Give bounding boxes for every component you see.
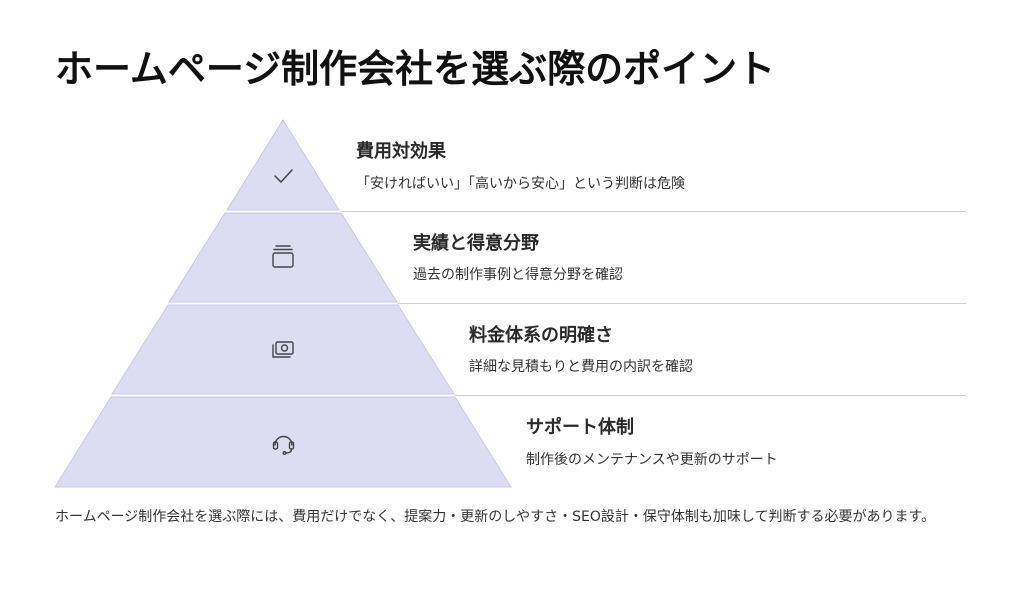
check-icon	[274, 169, 293, 183]
tier-3-description: 詳細な見積もりと費用の内訳を確認	[469, 359, 693, 375]
tier-2-title: 実績と得意分野	[413, 233, 539, 254]
tier-1-title: 費用対効果	[356, 141, 446, 162]
pyramid-tier-1	[226, 119, 340, 211]
tier-3-title: 料金体系の明確さ	[469, 325, 613, 346]
pyramid-tier-3	[111, 304, 455, 395]
tier-1-description: 「安ければいい」「高いから安心」という判断は危険	[356, 176, 685, 192]
tier-4-title: サポート体制	[526, 417, 634, 438]
page-title: ホームページ制作会社を選ぶ際のポイント	[55, 47, 776, 91]
pyramid-tier-4	[54, 396, 512, 488]
summary-text: ホームページ制作会社を選ぶ際には、費用だけでなく、提案力・更新のしやすさ・SEO…	[55, 509, 936, 525]
tier-2-description: 過去の制作事例と得意分野を確認	[413, 267, 623, 283]
pyramid-tier-2	[168, 212, 398, 303]
money-icon	[272, 341, 294, 358]
tier-4-description: 制作後のメンテナンスや更新のサポート	[526, 452, 778, 468]
layers-icon	[272, 245, 294, 268]
headset-icon	[272, 435, 295, 456]
